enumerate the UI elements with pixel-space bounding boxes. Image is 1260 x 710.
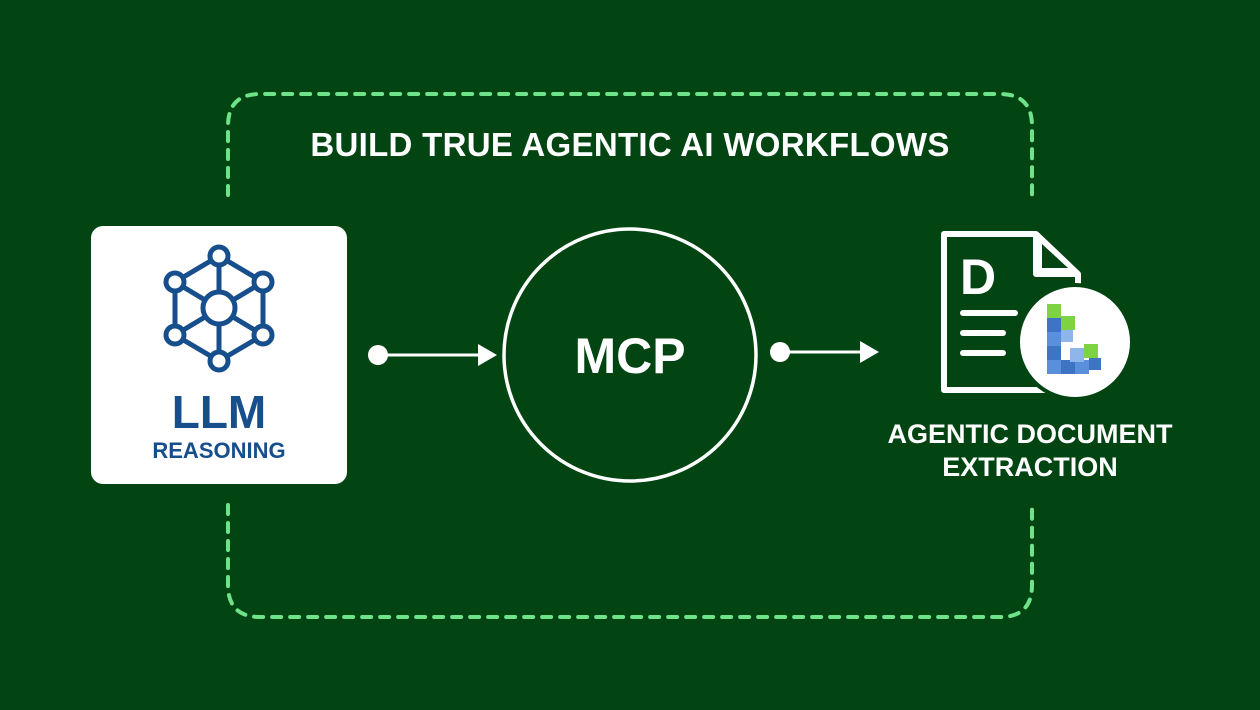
arrow-mcp-to-ade	[770, 341, 879, 363]
document-icon: D	[941, 231, 1134, 401]
arrow-llm-to-mcp	[368, 344, 497, 366]
block-stack-logo-icon	[1047, 304, 1101, 374]
doc-letter: D	[960, 249, 996, 305]
llm-title: LLM	[171, 386, 267, 438]
ade-label-line2: EXTRACTION	[942, 452, 1118, 482]
frame-bottom	[226, 503, 1034, 619]
frame-top	[226, 92, 1034, 197]
mcp-circle	[502, 227, 758, 483]
network-node-icon	[163, 244, 275, 373]
badge-circle	[1016, 283, 1134, 401]
headline: BUILD TRUE AGENTIC AI WORKFLOWS	[310, 126, 950, 163]
mcp-label: MCP	[574, 328, 686, 384]
ade-label-line1: AGENTIC DOCUMENT	[887, 419, 1173, 449]
ade-label: AGENTIC DOCUMENT EXTRACTION	[860, 418, 1200, 484]
llm-subtitle: REASONING	[152, 438, 286, 463]
